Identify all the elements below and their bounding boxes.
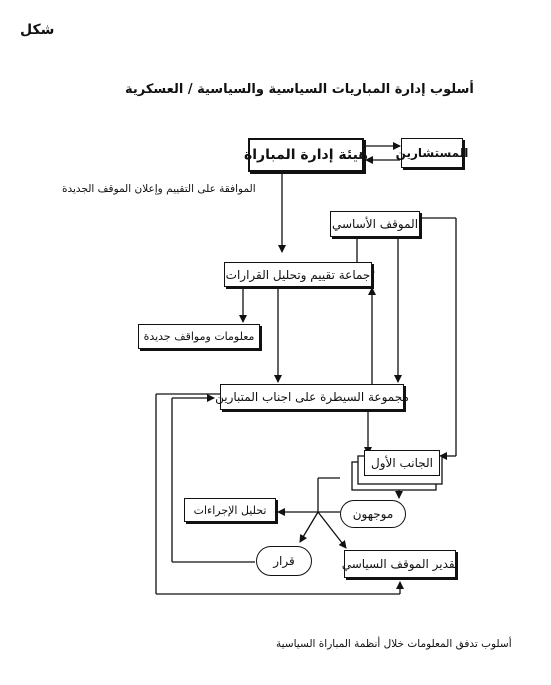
approval-arrow-label: الموافقة على التقييم وإعلان الموقف الجدي…: [62, 183, 256, 195]
evaluation-group-box: جماعة تقييم وتحليل القرارات: [224, 262, 372, 287]
management-body-box: هيئة إدارة المباراة: [244, 138, 368, 172]
evaluation-group-label: جماعة تقييم وتحليل القرارات: [225, 267, 371, 282]
management-body-label: هيئة إدارة المباراة: [243, 147, 369, 163]
control-group-label: مجموعة السيطرة على اجناب المتبارين: [215, 390, 409, 404]
decision-label: قرار: [273, 554, 295, 568]
decision-oval: قرار: [256, 546, 312, 576]
procedures-analysis-label: تحليل الإجراءات: [193, 503, 267, 517]
advisors-box: المستشارين: [396, 138, 468, 168]
political-assessment-label: تقدير الموقف السياسي: [341, 557, 459, 571]
procedures-analysis-box: تحليل الإجراءات: [184, 498, 276, 522]
political-assessment-box: تقدير الموقف السياسي: [341, 550, 459, 578]
basic-position-label: الموقف الأساسي: [331, 217, 419, 231]
first-side-label: الجانب الأول: [370, 456, 434, 470]
new-info-box: معلومات ومواقف جديدة: [138, 324, 260, 349]
directors-label: موجهون: [352, 507, 394, 521]
diagram-caption: أسلوب تدفق المعلومات خلال أنظمة المباراة…: [276, 638, 512, 650]
new-info-label: معلومات ومواقف جديدة: [143, 330, 255, 343]
first-side-box: الجانب الأول: [364, 450, 440, 476]
diagram-title: أسلوب إدارة المباريات السياسية والسياسية…: [125, 82, 474, 97]
directors-oval: موجهون: [340, 500, 406, 528]
corner-label: شكل: [20, 22, 55, 38]
basic-position-box: الموقف الأساسي: [330, 211, 420, 237]
advisors-label: المستشارين: [395, 146, 469, 160]
control-group-box: مجموعة السيطرة على اجناب المتبارين: [215, 384, 409, 410]
